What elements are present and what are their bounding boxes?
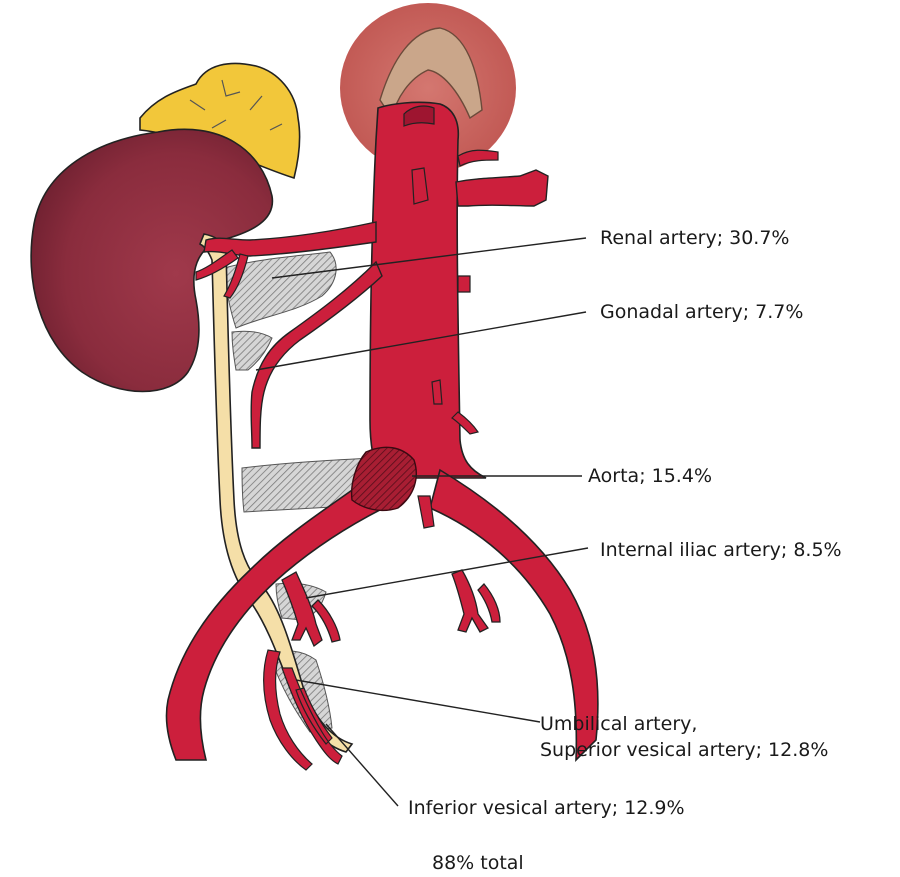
- label-internal-iliac: Internal iliac artery; 8.5%: [600, 539, 842, 561]
- label-umbilical-artery: Umbilical artery,: [540, 713, 697, 735]
- label-inferior-vesical-artery: Inferior vesical artery; 12.9%: [408, 797, 685, 819]
- mesenteric-stub: [458, 276, 470, 292]
- label-gonadal-artery: Gonadal artery; 7.7%: [600, 301, 803, 323]
- callout-umbilical: [296, 680, 540, 722]
- label-superior-vesical-artery: Superior vesical artery; 12.8%: [540, 739, 828, 761]
- callout-inferior-vesical: [326, 724, 398, 806]
- label-aorta: Aorta; 15.4%: [588, 465, 712, 487]
- internal-iliac-right: [452, 570, 500, 632]
- label-total: 88% total: [432, 852, 524, 874]
- right-side-branch: [456, 170, 548, 206]
- label-renal-artery: Renal artery; 30.7%: [600, 227, 790, 249]
- aortic-hatched-segment: [352, 447, 417, 510]
